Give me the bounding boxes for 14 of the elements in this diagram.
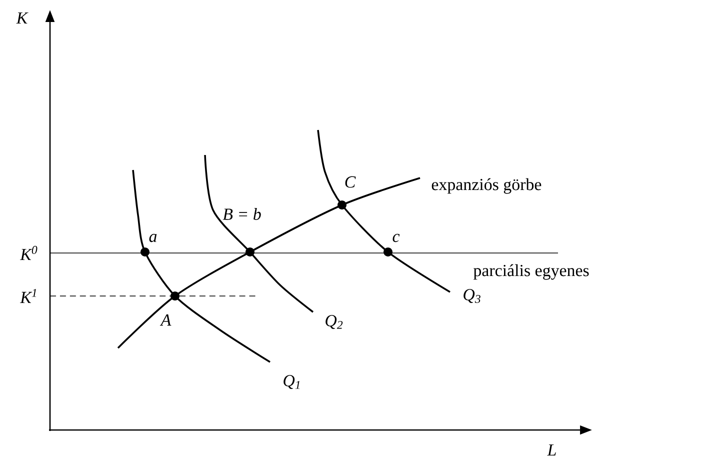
curve-label: Q$_{2}$: [326, 315, 343, 329]
curve-label: Q$_{3}$: [464, 289, 480, 303]
point-label: C: [345, 176, 356, 188]
curve-label: expanziós görbe: [432, 178, 542, 194]
point-label: B = b: [222, 208, 261, 220]
axis-label: K$^{1}$: [20, 288, 36, 304]
axis-label: K$^{0}$: [20, 246, 38, 260]
point-label: c: [392, 234, 400, 242]
point-label: A: [160, 314, 172, 326]
curve-label: parciális egyenes: [473, 264, 589, 280]
axis-label: L: [547, 444, 556, 456]
curve-label: Q$_{1}$: [284, 375, 300, 389]
point-label: a: [149, 234, 157, 242]
axis-label: K: [16, 12, 28, 24]
